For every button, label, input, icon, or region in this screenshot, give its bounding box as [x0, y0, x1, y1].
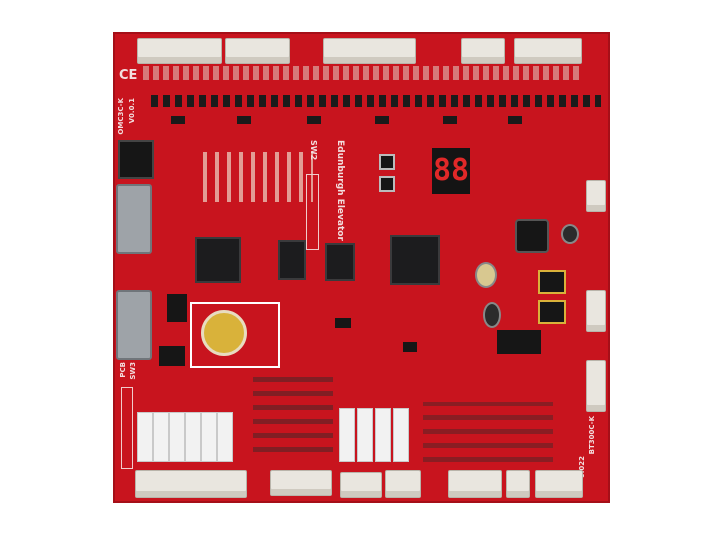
small-ic [375, 116, 389, 124]
relay [153, 412, 169, 462]
model-right-label: BT300C-K [588, 416, 596, 455]
small-ic [171, 116, 185, 124]
bottom-connector-5 [448, 470, 502, 498]
db9-connector-1 [116, 184, 152, 254]
bottom-connector-2 [270, 470, 332, 496]
relay [357, 408, 373, 462]
chip [159, 346, 185, 366]
side-connector-2 [586, 290, 606, 332]
component [538, 270, 566, 294]
relay [201, 412, 217, 462]
pcb-label: PCB [119, 362, 127, 378]
switch-outline [121, 387, 133, 469]
button-2 [379, 176, 395, 192]
relay [217, 412, 233, 462]
sw2-label: SW2 [309, 140, 318, 161]
coin-battery [201, 310, 247, 356]
seven-segment-display: 88 [432, 148, 470, 194]
relay [339, 408, 355, 462]
side-connector-1 [586, 180, 606, 212]
bottom-connector-7 [535, 470, 583, 498]
microcontroller-chip [195, 237, 241, 283]
small-ic [307, 116, 321, 124]
memory-chip-1 [278, 240, 306, 280]
model-left-label: OMC3C-K [117, 98, 125, 135]
memory-chip-2 [325, 243, 355, 281]
component [538, 300, 566, 324]
capacitor [561, 224, 579, 244]
capacitor [475, 262, 497, 288]
brand-text: Edunburgh Elevator [335, 140, 345, 241]
relay [169, 412, 185, 462]
pcb-board: CE OMC3C-K V0.0.1 PCB SW3 SW2 Edunburgh … [113, 32, 610, 503]
component-array [423, 402, 553, 462]
relay [185, 412, 201, 462]
relay-black [497, 330, 541, 354]
pad-row [143, 66, 583, 80]
small-ic [508, 116, 522, 124]
bottom-connector-1 [135, 470, 247, 498]
pin-header [118, 140, 154, 179]
inductor [515, 219, 549, 253]
transistor [403, 342, 417, 352]
small-ic [443, 116, 457, 124]
top-connector-3 [323, 38, 416, 64]
led-array [203, 152, 313, 202]
sw2-outline [306, 174, 319, 250]
top-connector-2 [225, 38, 290, 64]
ce-mark: CE [119, 68, 138, 83]
transistor [335, 318, 351, 328]
small-ic [237, 116, 251, 124]
top-connector-4 [461, 38, 505, 64]
relay [137, 412, 153, 462]
side-connector-3 [586, 360, 606, 412]
bottom-connector-3 [340, 472, 382, 498]
highlight-box [190, 302, 280, 368]
chip [167, 294, 187, 322]
resistor-row [151, 95, 601, 107]
bottom-connector-6 [506, 470, 530, 498]
sw3-label: SW3 [129, 362, 137, 380]
capacitor [483, 302, 501, 328]
component-array [253, 372, 333, 452]
top-connector-1 [137, 38, 222, 64]
version-left-label: V0.0.1 [128, 98, 136, 124]
bottom-connector-4 [385, 470, 421, 498]
relay [393, 408, 409, 462]
db9-connector-2 [116, 290, 152, 360]
top-connector-5 [514, 38, 582, 64]
main-processor-chip [390, 235, 440, 285]
relay [375, 408, 391, 462]
button-1 [379, 154, 395, 170]
